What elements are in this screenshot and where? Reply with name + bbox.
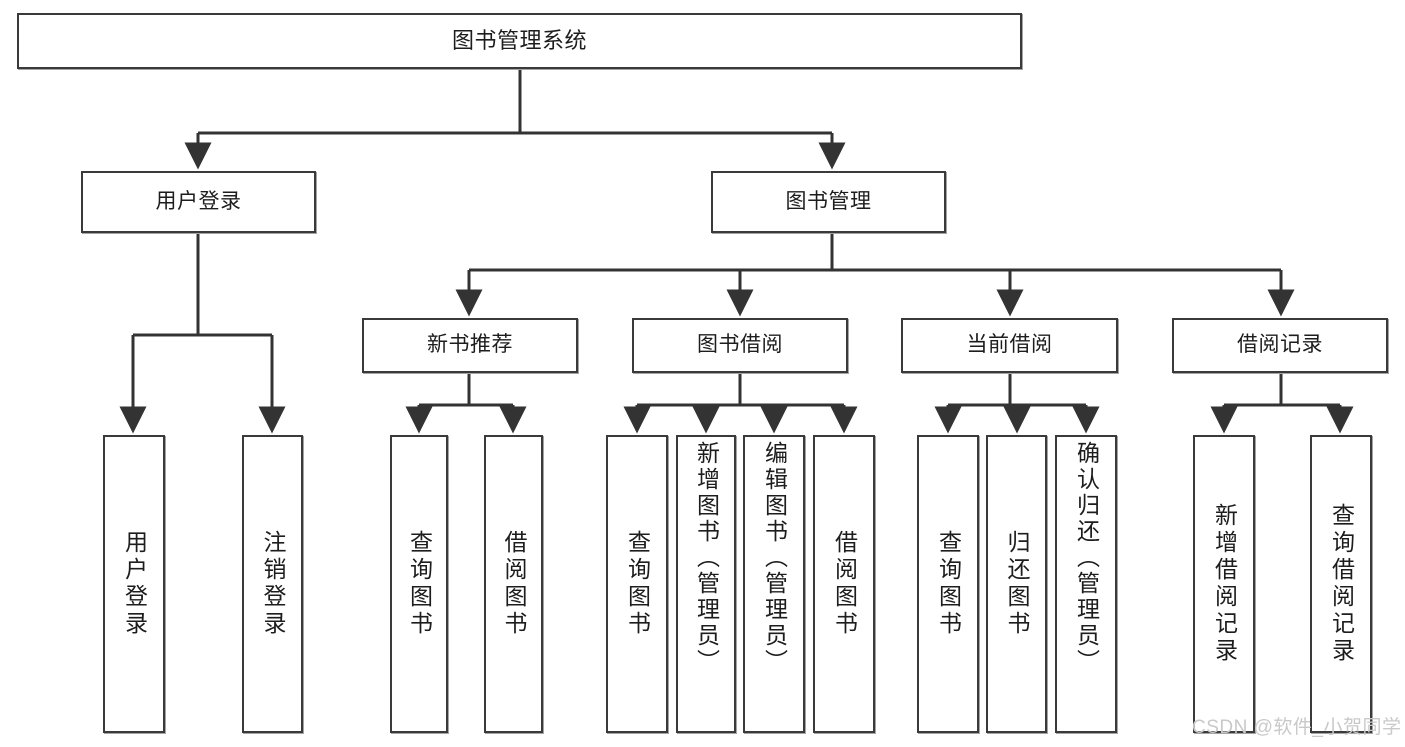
node-leaf-query-book-3-label: 查询图书: [935, 530, 962, 638]
node-leaf-query-book-3[interactable]: 查询图书: [917, 435, 979, 733]
node-leaf-borrow-book-2-label: 借阅图书: [831, 530, 858, 638]
node-borrow-record-label: 借阅记录: [1237, 333, 1323, 357]
node-leaf-query-record-label: 查询借阅记录: [1328, 503, 1355, 665]
node-leaf-confirm-return-label: 确认归还（管理员）: [1073, 441, 1100, 675]
node-user-login[interactable]: 用户登录: [81, 171, 316, 233]
node-leaf-user-login-label: 用户登录: [121, 530, 148, 638]
node-leaf-return-book-label: 归还图书: [1004, 530, 1030, 638]
node-leaf-confirm-return[interactable]: 确认归还（管理员）: [1055, 435, 1117, 733]
node-leaf-edit-book[interactable]: 编辑图书（管理员）: [743, 435, 805, 733]
node-leaf-query-book-2-label: 查询图书: [624, 530, 651, 638]
node-leaf-add-record-label: 新增借阅记录: [1211, 503, 1238, 665]
node-leaf-add-record[interactable]: 新增借阅记录: [1193, 435, 1255, 733]
csdn-watermark: CSDN @软件_小贺同学: [1192, 717, 1402, 738]
node-leaf-query-record[interactable]: 查询借阅记录: [1310, 435, 1372, 733]
node-leaf-query-book-1-label: 查询图书: [406, 530, 433, 638]
node-leaf-query-book-2[interactable]: 查询图书: [606, 435, 668, 733]
node-leaf-add-book-label: 新增图书（管理员）: [693, 441, 720, 675]
node-leaf-logout-label: 注销登录: [260, 530, 286, 638]
node-root[interactable]: 图书管理系统: [17, 13, 1022, 69]
node-leaf-logout[interactable]: 注销登录: [242, 435, 303, 733]
node-user-login-label: 用户登录: [155, 189, 242, 213]
node-leaf-query-book-1[interactable]: 查询图书: [390, 435, 448, 733]
node-leaf-borrow-book-1-label: 借阅图书: [501, 530, 527, 638]
node-root-label: 图书管理系统: [451, 28, 587, 54]
node-leaf-borrow-book-1[interactable]: 借阅图书: [484, 435, 543, 733]
node-current-borrow-label: 当前借阅: [966, 333, 1053, 357]
node-new-book-rec-label: 新书推荐: [427, 333, 513, 357]
node-book-borrow[interactable]: 图书借阅: [632, 318, 848, 373]
node-leaf-borrow-book-2[interactable]: 借阅图书: [813, 435, 875, 733]
node-leaf-edit-book-label: 编辑图书（管理员）: [761, 441, 788, 675]
node-leaf-add-book[interactable]: 新增图书（管理员）: [676, 435, 736, 733]
node-current-borrow[interactable]: 当前借阅: [901, 318, 1118, 373]
node-book-manage[interactable]: 图书管理: [711, 171, 946, 233]
node-new-book-rec[interactable]: 新书推荐: [362, 318, 578, 373]
node-leaf-return-book[interactable]: 归还图书: [986, 435, 1047, 733]
node-leaf-user-login[interactable]: 用户登录: [103, 435, 165, 733]
node-borrow-record[interactable]: 借阅记录: [1172, 318, 1388, 373]
node-book-borrow-label: 图书借阅: [697, 333, 783, 357]
node-book-manage-label: 图书管理: [785, 189, 872, 213]
